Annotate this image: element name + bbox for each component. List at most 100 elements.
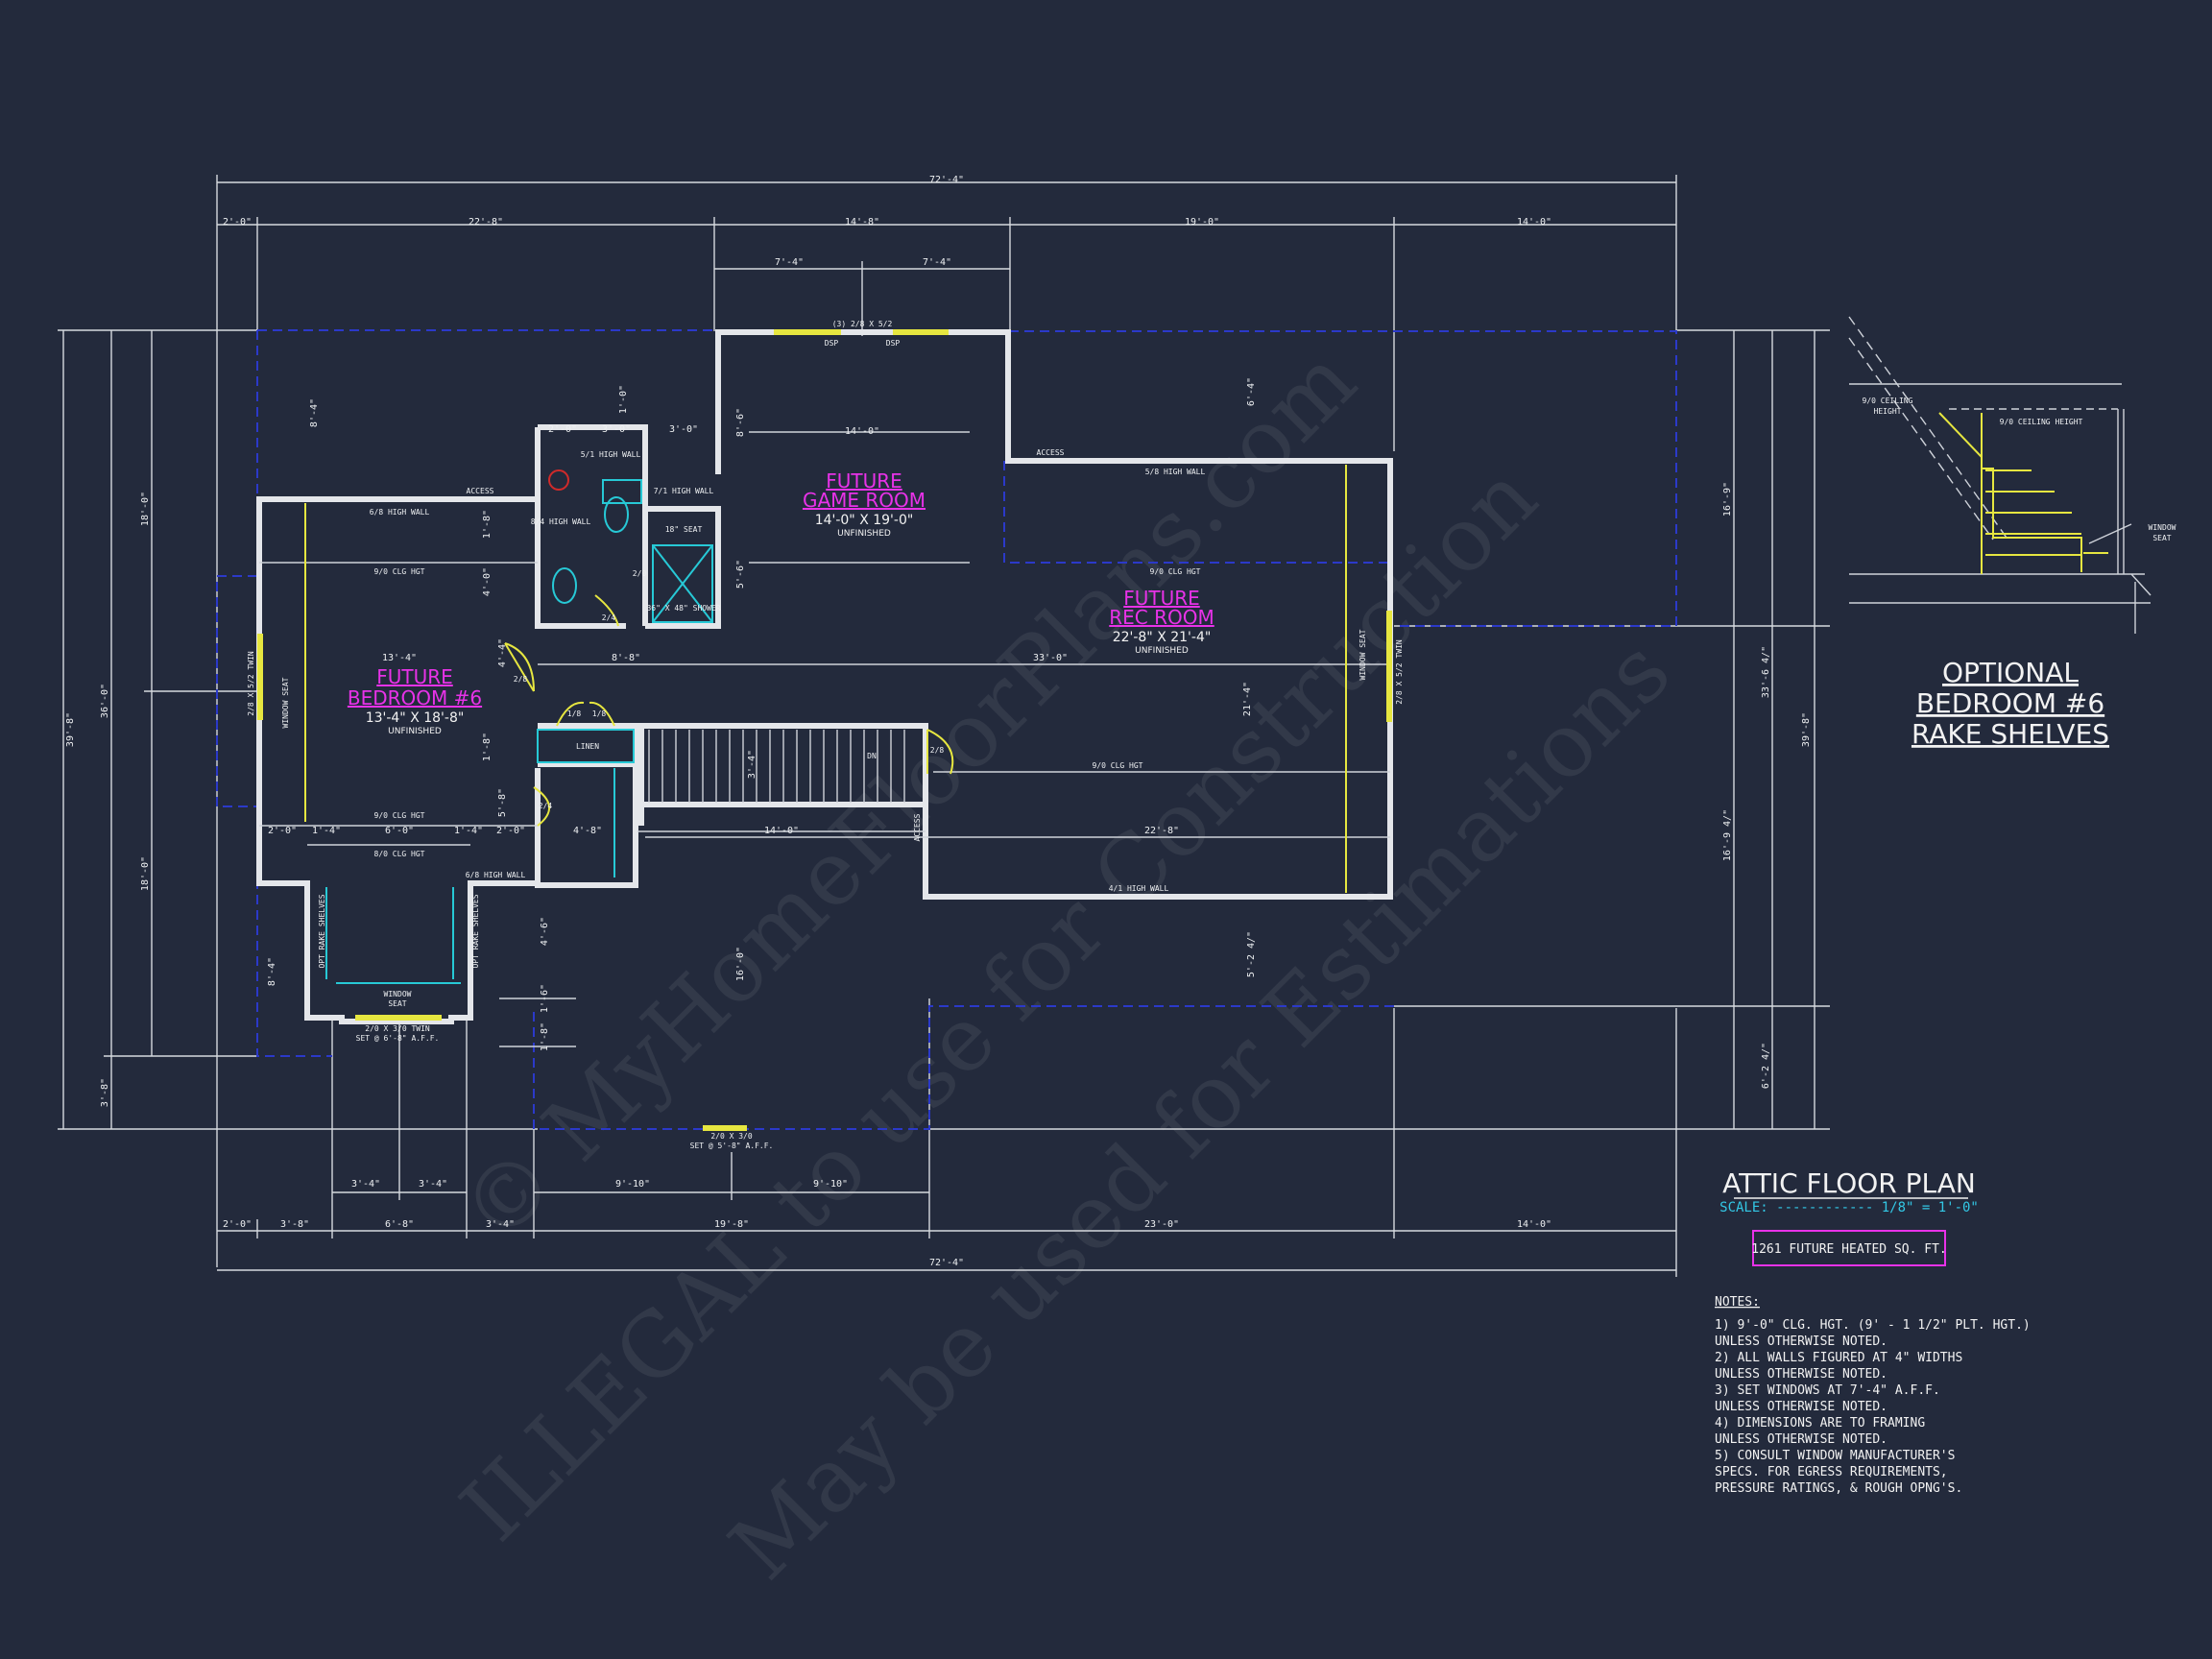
label-seat-18: 18" SEAT xyxy=(665,525,703,534)
interior-dim-text: 1'-6" xyxy=(540,984,550,1013)
inset-ceiling-label-2: 9/0 CEILING xyxy=(1863,397,1913,405)
interior-dim-text: 6'-0" xyxy=(385,826,414,836)
note-line: UNLESS OTHERWISE NOTED. xyxy=(1715,1334,1887,1349)
dim-bottom-sub-2: 3'-4" xyxy=(419,1179,447,1190)
dim-top-4: 19'-0" xyxy=(1185,217,1219,228)
label-window-seat-left: WINDOW SEAT xyxy=(281,677,290,728)
inset-title-2: BEDROOM #6 xyxy=(1916,687,2104,719)
dim-top-1: 2'-0" xyxy=(223,217,252,228)
interior-dim-text: 14'-0" xyxy=(845,426,879,437)
rec-room-note: UNFINISHED xyxy=(1135,646,1189,656)
label-d24a: 2/4 xyxy=(602,613,616,622)
note-line: 5) CONSULT WINDOW MANUFACTURER'S xyxy=(1715,1449,1955,1463)
dim-top-5: 14'-0" xyxy=(1517,217,1551,228)
dim-right-2: 16'-9" xyxy=(1722,482,1733,517)
dim-bottom-2: 3'-8" xyxy=(280,1219,309,1230)
dim-overall-bottom: 72'-4" xyxy=(929,1258,964,1268)
dim-right-4: 6'-2 4/" xyxy=(1761,1043,1771,1089)
dim-bottom-sub-3: 9'-10" xyxy=(615,1179,650,1190)
dim-bottom-1: 2'-0" xyxy=(223,1219,252,1230)
inset-title-3: RAKE SHELVES xyxy=(1911,718,2109,750)
interior-dim-text: 3'-0" xyxy=(669,424,698,435)
note-line: 2) ALL WALLS FIGURED AT 4" WIDTHS xyxy=(1715,1351,1962,1365)
dim-bottom-4: 3'-4" xyxy=(486,1219,515,1230)
interior-dim-text: 3'-0" xyxy=(602,424,631,435)
area-label: 1261 FUTURE HEATED SQ. FT. xyxy=(1751,1242,1947,1257)
label-clg-bed-1: 9/0 CLG HGT xyxy=(374,567,425,576)
label-clg-rec-2: 9/0 CLG HGT xyxy=(1093,761,1143,770)
dim-right-3: 16'-9 4/" xyxy=(1722,809,1733,861)
dim-bottom-7: 14'-0" xyxy=(1517,1219,1551,1230)
notes: NOTES: 1) 9'-0" CLG. HGT. (9' - 1 1/2" P… xyxy=(1715,1295,2031,1496)
title-block: ATTIC FLOOR PLAN SCALE: ------------ 1/8… xyxy=(1719,1167,1979,1266)
dim-right-1: 33'-6 4/" xyxy=(1761,646,1771,698)
label-d18b: 1/8 xyxy=(592,709,607,718)
rec-room-name-1: FUTURE xyxy=(1123,587,1200,610)
label-dsp-1: DSP xyxy=(825,339,839,348)
label-twin-right: 2/8 X 5/2 TWIN xyxy=(1395,639,1404,705)
interior-dim-text: 21'-4" xyxy=(1242,682,1253,716)
game-room-size: 14'-0" X 19'-0" xyxy=(815,513,914,528)
label-wall-84: 8/4 HIGH WALL xyxy=(531,517,591,526)
label-bottom-win-1: 2/0 X 3/0 xyxy=(710,1132,753,1141)
label-clg-rec-1: 9/0 CLG HGT xyxy=(1150,567,1201,576)
note-line: 3) SET WINDOWS AT 7'-4" A.F.F. xyxy=(1715,1383,1940,1398)
interior-dim-text: 1'-8" xyxy=(482,510,493,539)
interior-dim-text: 4'-6" xyxy=(540,917,550,946)
label-wall-68-bed: 6/8 HIGH WALL xyxy=(370,508,430,517)
label-access-3: ACCESS xyxy=(913,813,922,841)
label-d24b: 2/4 xyxy=(539,802,553,810)
label-dsp-2: DSP xyxy=(886,339,901,348)
inset-ceiling-label-3: HEIGHT xyxy=(1874,407,1902,416)
interior-dim-text: 5'-2 4/" xyxy=(1246,931,1257,977)
dim-bottom-sub-4: 9'-10" xyxy=(813,1179,848,1190)
interior-dim-text: 1'-4" xyxy=(312,826,341,836)
label-d28b: 2/8 xyxy=(930,746,945,755)
note-line: 4) DIMENSIONS ARE TO FRAMING xyxy=(1715,1416,1925,1431)
interior-dim-text: 13'-4" xyxy=(382,653,417,663)
label-bay-seat-1: WINDOW xyxy=(384,990,412,998)
note-line: UNLESS OTHERWISE NOTED. xyxy=(1715,1400,1887,1414)
note-line: SPECS. FOR EGRESS REQUIREMENTS, xyxy=(1715,1465,1948,1479)
interior-dimension-texts: 8'-4"2'-0"3'-0"3'-0"1'-0"8'-6"14'-0"6'-4… xyxy=(267,377,1257,1051)
rec-room-name-2: REC ROOM xyxy=(1109,606,1214,629)
plan-title: ATTIC FLOOR PLAN xyxy=(1722,1167,1976,1199)
label-clg-bay: 8/0 CLG HGT xyxy=(374,850,425,858)
bedroom-note: UNFINISHED xyxy=(388,727,442,736)
game-room-name-1: FUTURE xyxy=(826,469,902,493)
dim-left-3: 18'-0" xyxy=(140,856,151,891)
interior-dim-text: 6'-4" xyxy=(1246,377,1257,406)
label-clg-bed-2: 9/0 CLG HGT xyxy=(374,811,425,820)
label-twin-left: 2/8 X 5/2 TWIN xyxy=(247,651,255,716)
bedroom-name-2: BEDROOM #6 xyxy=(348,686,482,709)
interior-dim-text: 4'-4" xyxy=(497,638,508,667)
interior-dim-text: 1'-8" xyxy=(482,733,493,761)
dim-top-2: 22'-8" xyxy=(469,217,503,228)
interior-dim-text: 4'-8" xyxy=(573,826,602,836)
note-line: UNLESS OTHERWISE NOTED. xyxy=(1715,1367,1887,1382)
plan-labels: (3) 2/8 X 5/2 DSP DSP ACCESS ACCESS ACCE… xyxy=(247,320,1404,1150)
interior-dim-text: 22'-8" xyxy=(1144,826,1179,836)
dim-bottom-6: 23'-0" xyxy=(1144,1219,1179,1230)
interior-dim-text: 2'-0" xyxy=(268,826,297,836)
dim-top-sub-1: 7'-4" xyxy=(775,257,804,268)
label-access-1: ACCESS xyxy=(1037,448,1065,457)
inset-window-label-1: WINDOW xyxy=(2149,523,2176,532)
interior-dim-text: 5'-6" xyxy=(735,560,746,589)
label-bottom-win-2: SET @ 5'-8" A.F.F. xyxy=(690,1142,774,1150)
dimension-texts: 72'-4" 72'-4" 39'-8" 39'-8" 2'-0" 22'-8"… xyxy=(65,175,1812,1268)
window-seat-lines xyxy=(257,329,1392,1131)
room-rec: FUTURE REC ROOM 22'-8" X 21'-4" UNFINISH… xyxy=(1109,587,1214,656)
interior-dim-text: 3'-4" xyxy=(747,750,757,779)
dim-overall-left: 39'-8" xyxy=(65,712,76,747)
dim-top-3: 14'-8" xyxy=(845,217,879,228)
dim-bottom-sub-1: 3'-4" xyxy=(351,1179,380,1190)
interior-dim-text: 1'-8" xyxy=(540,1022,550,1051)
notes-heading: NOTES: xyxy=(1715,1295,1760,1310)
interior-dim-text: 1'-0" xyxy=(618,385,629,414)
dim-left-2: 18'-0" xyxy=(140,492,151,526)
interior-dim-text: 8'-6" xyxy=(735,408,746,437)
label-windows-top: (3) 2/8 X 5/2 xyxy=(832,320,893,328)
note-line: PRESSURE RATINGS, & ROUGH OPNG'S. xyxy=(1715,1481,1962,1496)
label-wall-71: 7/1 HIGH WALL xyxy=(654,487,714,495)
